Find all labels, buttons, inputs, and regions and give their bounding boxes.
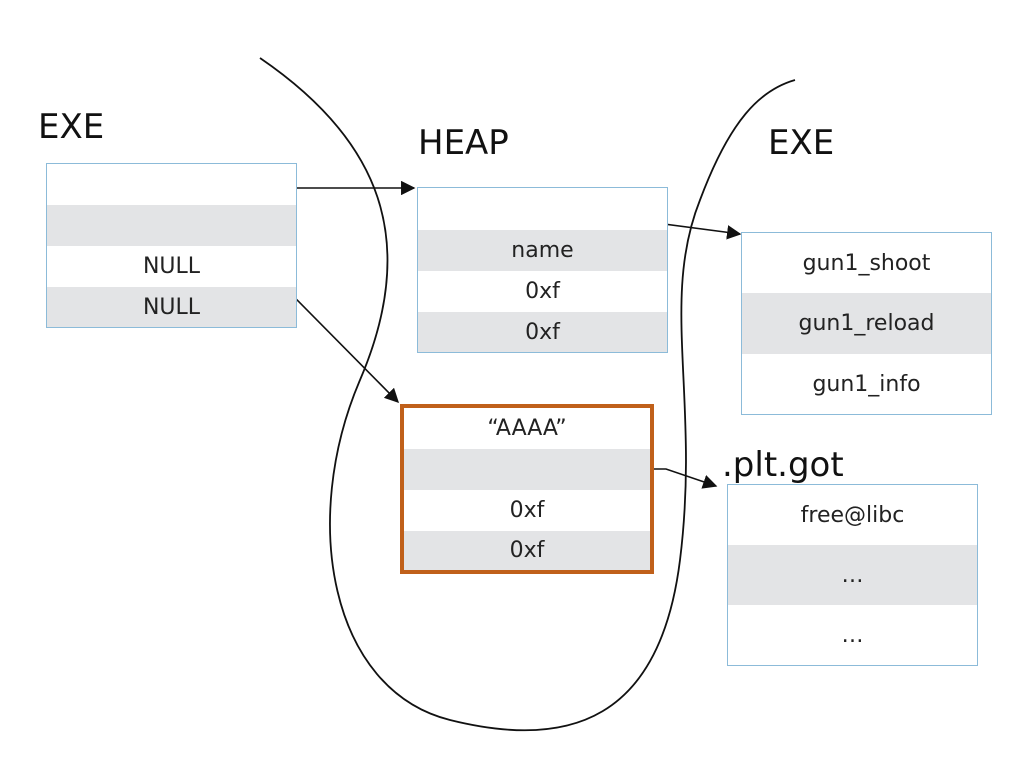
heap-struct-cell: 0xf [418, 312, 667, 352]
got-table-cell: … [841, 622, 864, 648]
heap-struct-cell [418, 188, 667, 230]
vtable-cell: gun1_shoot [802, 250, 931, 276]
exe-struct-cell [47, 205, 296, 246]
exe-struct-cell: NULL [47, 287, 296, 327]
highlighted-struct: “AAAA” 0xf 0xf [400, 404, 654, 574]
got-table: free@libc … … [727, 484, 978, 666]
heap-struct-cell: 0xf [525, 279, 560, 304]
pointer-arrow-highlight-to-got [654, 468, 718, 489]
highlighted-struct-cell: 0xf [404, 531, 650, 570]
got-table-cell: … [728, 545, 977, 605]
exe-struct: NULL NULL [46, 163, 297, 328]
heap-struct: name 0xf 0xf [417, 187, 668, 353]
memory-region-boundary-left [259, 57, 796, 732]
exe-left-label: EXE [38, 107, 105, 147]
vtable-cell: gun1_info [812, 371, 921, 397]
heap-struct-cell: name [418, 230, 667, 271]
exe-struct-cell [47, 164, 296, 205]
highlighted-struct-cell [404, 449, 650, 490]
vtable-cell: gun1_reload [742, 293, 991, 354]
vtable-struct: gun1_shoot gun1_reload gun1_info [741, 232, 992, 415]
exe-struct-cell: NULL [142, 254, 201, 279]
highlighted-struct-cell: 0xf [509, 498, 545, 523]
heap-label: HEAP [418, 123, 509, 163]
exe-right-label: EXE [768, 123, 835, 163]
got-table-cell: free@libc [800, 502, 905, 528]
plt-got-label: .plt.got [722, 445, 844, 485]
highlighted-struct-cell: “AAAA” [487, 416, 567, 441]
